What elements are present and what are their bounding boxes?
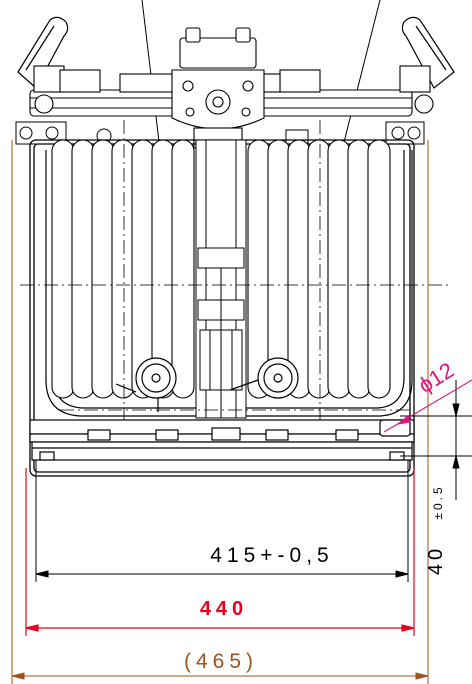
dim-440-label: 440 (200, 598, 248, 620)
top-handles (17, 16, 455, 89)
dim-40 (400, 380, 472, 500)
right-coil-tubes (247, 139, 391, 399)
dim-415-label: 415+-0,5 (210, 544, 334, 567)
centerlines (20, 120, 452, 440)
central-column (195, 139, 247, 419)
coil-fittings (115, 357, 299, 412)
dim-phi12 (383, 379, 472, 433)
dim-465 (11, 140, 429, 684)
left-coil-tubes (51, 139, 195, 399)
dim-440 (25, 468, 415, 636)
dim-415 (35, 460, 409, 582)
side-brackets (15, 121, 425, 145)
base-plate (29, 419, 415, 461)
dim-40-label: 40 (425, 545, 447, 575)
dim-465-label: (465) (184, 650, 258, 673)
central-valve (171, 27, 265, 149)
dim-40-tolerance: ±0.5 (431, 484, 445, 519)
